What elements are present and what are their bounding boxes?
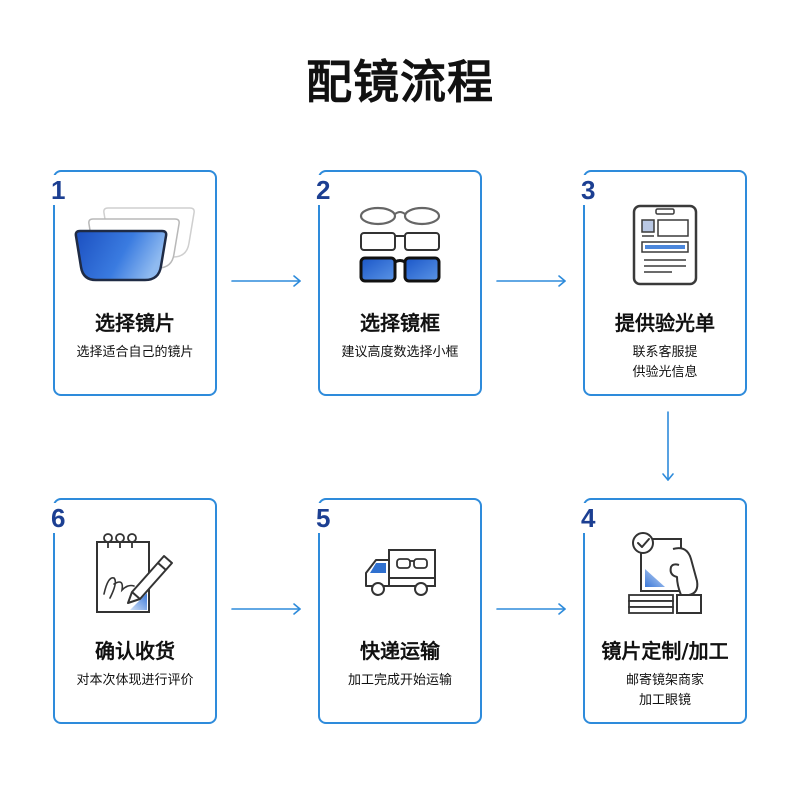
hand-holding-checked-document-icon — [585, 528, 745, 618]
step-title: 提供验光单 — [615, 311, 715, 335]
step-card-6: 6 确认收货 对本次体现进行评价 — [48, 498, 217, 724]
signature-notepad-icon — [55, 528, 215, 618]
step-description-line: 联系客服提 — [632, 345, 698, 360]
step-title: 选择镜框 — [360, 311, 440, 335]
step-description-line: 加工眼镜 — [638, 693, 691, 708]
lens-icon — [55, 200, 215, 290]
delivery-truck-icon — [320, 528, 480, 618]
step-description-line: 对本次体现进行评价 — [76, 673, 194, 688]
step-description-line: 邮寄镜架商家 — [625, 673, 704, 688]
step-title: 确认收货 — [95, 639, 175, 663]
step-description: 选择适合自己的镜片 — [55, 343, 215, 363]
step-description-line: 供验光信息 — [632, 365, 698, 380]
step-number: 1 — [48, 175, 69, 205]
step-description: 对本次体现进行评价 — [55, 671, 215, 691]
step-title: 选择镜片 — [95, 311, 175, 335]
step-number: 3 — [578, 175, 599, 205]
step-card-3: 3 提供验光单 联系客服提 供验光信息 — [578, 170, 747, 396]
step-description-line: 加工完成开始运输 — [347, 673, 452, 688]
step-number: 2 — [313, 175, 334, 205]
glasses-frames-icon — [320, 200, 480, 290]
step-description-line: 建议高度数选择小框 — [341, 345, 459, 360]
step-card-1: 1 选择镜片 选择适合自己的镜片 — [48, 170, 217, 396]
step-number: 6 — [48, 503, 69, 533]
step-number: 5 — [313, 503, 334, 533]
step-description: 加工完成开始运输 — [320, 671, 480, 691]
step-number: 4 — [578, 503, 599, 533]
page-title: 配镜流程 — [306, 55, 494, 109]
step-card-2: 2 选择镜框 建议高度数选择小框 — [313, 170, 482, 396]
step-description-line: 选择适合自己的镜片 — [76, 345, 194, 360]
arrow-right-icon — [496, 275, 566, 287]
prescription-document-icon — [585, 200, 745, 290]
step-card-5: 5 快递运输 加工完成开始运输 — [313, 498, 482, 724]
step-card-4: 4 镜片定制/加工 邮寄镜架商家 加工眼镜 — [578, 498, 747, 724]
step-description: 邮寄镜架商家 加工眼镜 — [585, 671, 745, 711]
arrow-right-icon — [231, 603, 301, 615]
arrow-right-icon — [496, 603, 566, 615]
step-title: 快递运输 — [360, 639, 440, 663]
step-description: 联系客服提 供验光信息 — [585, 343, 745, 383]
arrow-right-icon — [231, 275, 301, 287]
step-description: 建议高度数选择小框 — [320, 343, 480, 363]
arrow-down-icon — [662, 411, 674, 481]
step-title: 镜片定制/加工 — [601, 639, 729, 663]
